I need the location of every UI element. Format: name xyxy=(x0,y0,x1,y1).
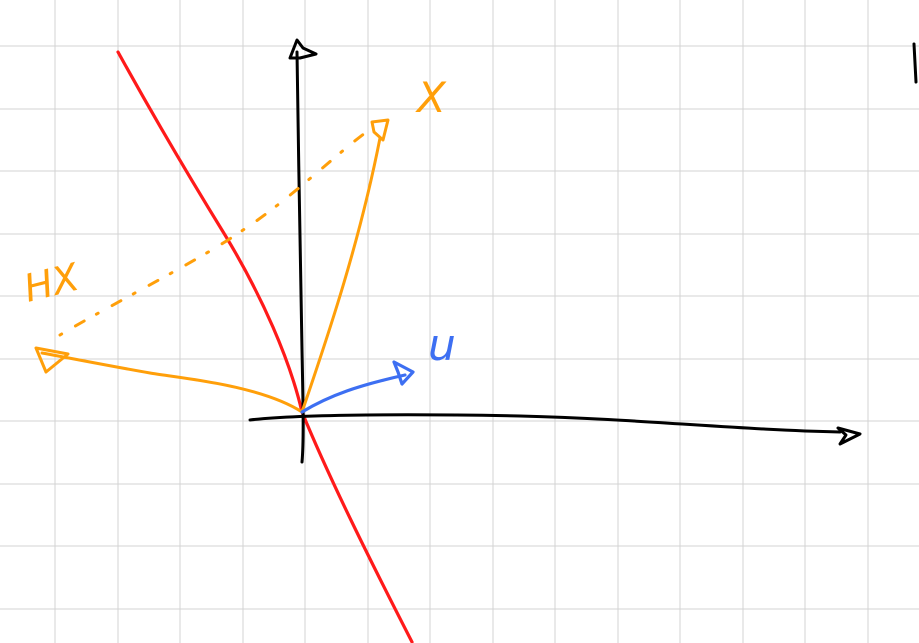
x-axis xyxy=(248,413,842,434)
vector-x-shaft xyxy=(300,136,382,414)
y-axis xyxy=(295,50,305,464)
vector-hx-arrowhead xyxy=(34,346,70,374)
edge-stroke-fragment xyxy=(912,42,918,84)
vector-x-label: X xyxy=(415,73,447,122)
vector-u-arrowhead xyxy=(392,360,415,386)
vector-u-shaft xyxy=(300,373,407,414)
vector-u: u xyxy=(300,320,456,414)
vector-x-arrowhead xyxy=(370,118,390,142)
vector-hx-shaft xyxy=(40,351,304,414)
y-axis-arrowhead xyxy=(288,38,318,60)
coordinate-axes xyxy=(248,38,862,464)
vector-x: X xyxy=(300,73,447,414)
vector-u-label: u xyxy=(428,320,456,371)
reflection-line xyxy=(116,50,414,643)
x-axis-arrowhead xyxy=(836,426,862,446)
projection-dotted-line xyxy=(58,126,374,337)
